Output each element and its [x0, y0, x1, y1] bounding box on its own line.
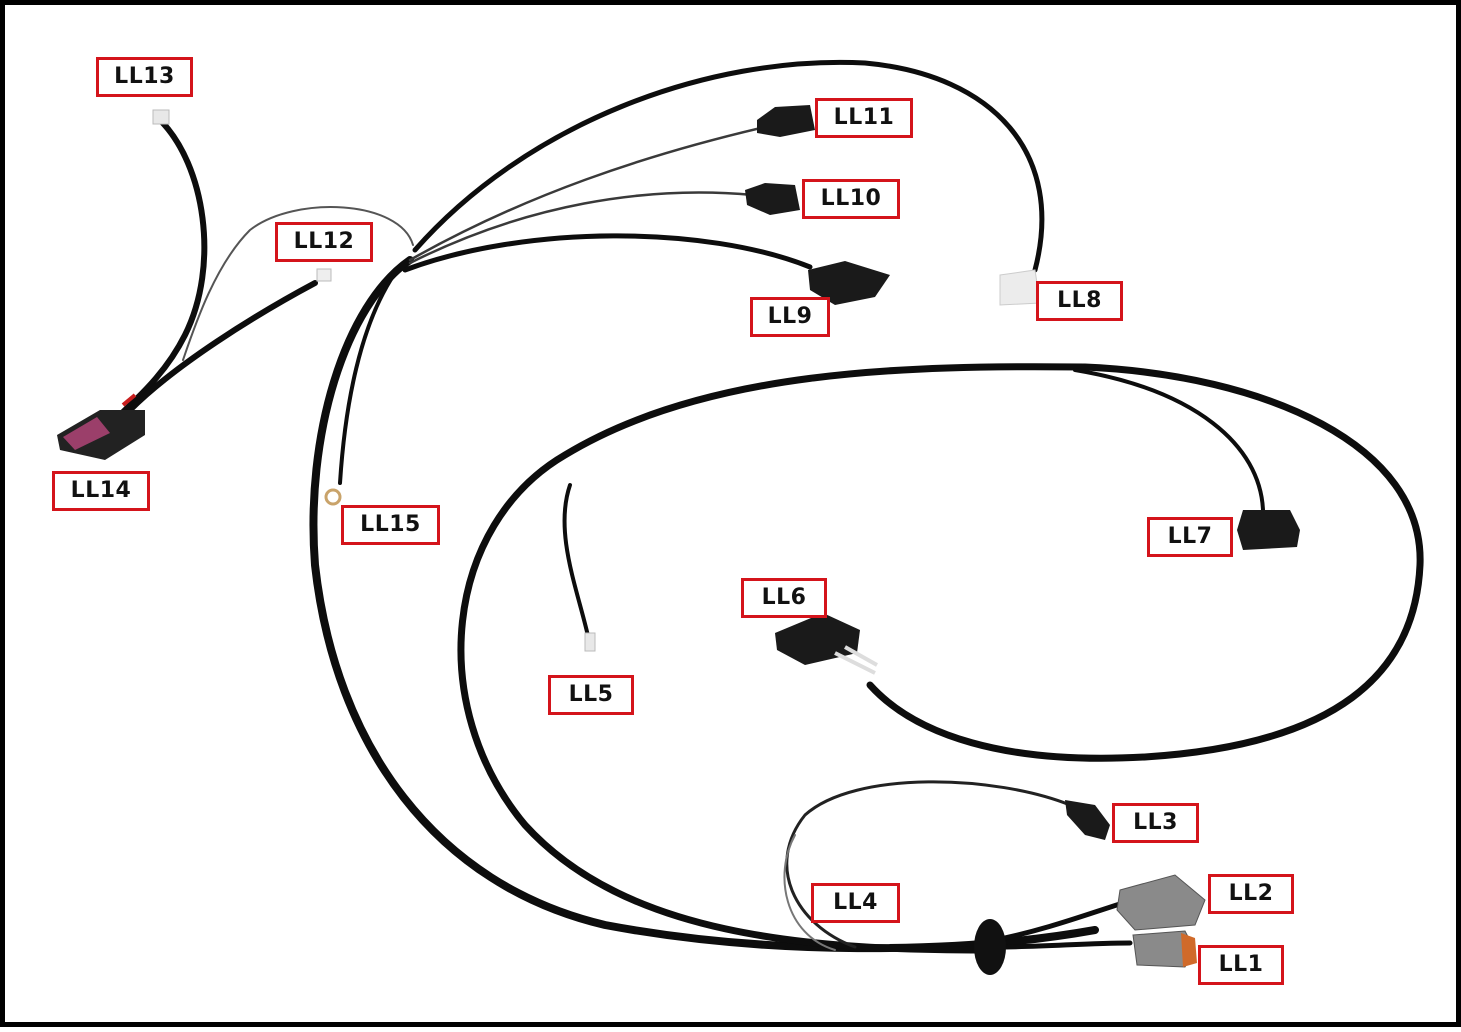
grommet [974, 919, 1006, 975]
ll3-branch-wire [785, 780, 1072, 949]
ll8-connector [999, 269, 1041, 306]
label-ll2: LL2 [1208, 874, 1294, 914]
ll11-branch-wire [408, 125, 767, 262]
ll10-branch-wire [408, 191, 755, 265]
ll13-branch-wire [117, 117, 208, 418]
wiring-harness-diagram [57, 59, 1424, 975]
label-ll8: LL8 [1036, 281, 1123, 321]
ll6-connector [775, 613, 860, 665]
ll9-connector [808, 261, 890, 305]
label-ll3: LL3 [1112, 803, 1199, 843]
ll9-branch-wire [402, 233, 813, 273]
label-ll14: LL14 [52, 471, 150, 511]
ll5-branch-wire [562, 483, 592, 647]
ll3-connector [1065, 800, 1110, 840]
ll4-branch-wire [783, 834, 836, 951]
ll15-ring-terminal [324, 488, 342, 506]
ll2-branch-wire [992, 900, 1126, 943]
label-ll12: LL12 [275, 222, 373, 262]
loop-trunk-wire [457, 363, 1424, 954]
ll6-wire-stubs [834, 645, 878, 675]
ll1-branch-wire [992, 940, 1133, 950]
main-trunk-wire [309, 256, 1099, 953]
label-ll5: LL5 [548, 675, 634, 715]
ll14-connector-face [63, 417, 110, 450]
label-ll10: LL10 [802, 179, 900, 219]
label-ll13: LL13 [96, 57, 193, 97]
label-ll15: LL15 [341, 505, 440, 545]
ll7-branch-wire [1073, 368, 1265, 512]
label-ll7: LL7 [1147, 517, 1233, 557]
ll13-connector [152, 109, 170, 125]
ll14-red-wire [121, 393, 137, 407]
label-ll4: LL4 [811, 883, 900, 923]
ll2-connector [1116, 874, 1206, 931]
label-ll1: LL1 [1198, 945, 1284, 985]
ll11-connector [757, 105, 815, 137]
label-ll11: LL11 [815, 98, 913, 138]
label-ll6: LL6 [741, 578, 827, 618]
ll15-branch-wire [338, 271, 397, 485]
ll1-connector-tip [1181, 933, 1197, 967]
ll12-thin-wire [182, 206, 414, 361]
ll10-connector [745, 183, 800, 215]
ll12-branch-wire [127, 280, 318, 413]
ll7-connector [1237, 510, 1300, 550]
ll12-connector [316, 268, 332, 282]
ll5-terminal [584, 632, 596, 652]
ll8-branch-wire [412, 59, 1045, 273]
label-ll9: LL9 [750, 297, 830, 337]
